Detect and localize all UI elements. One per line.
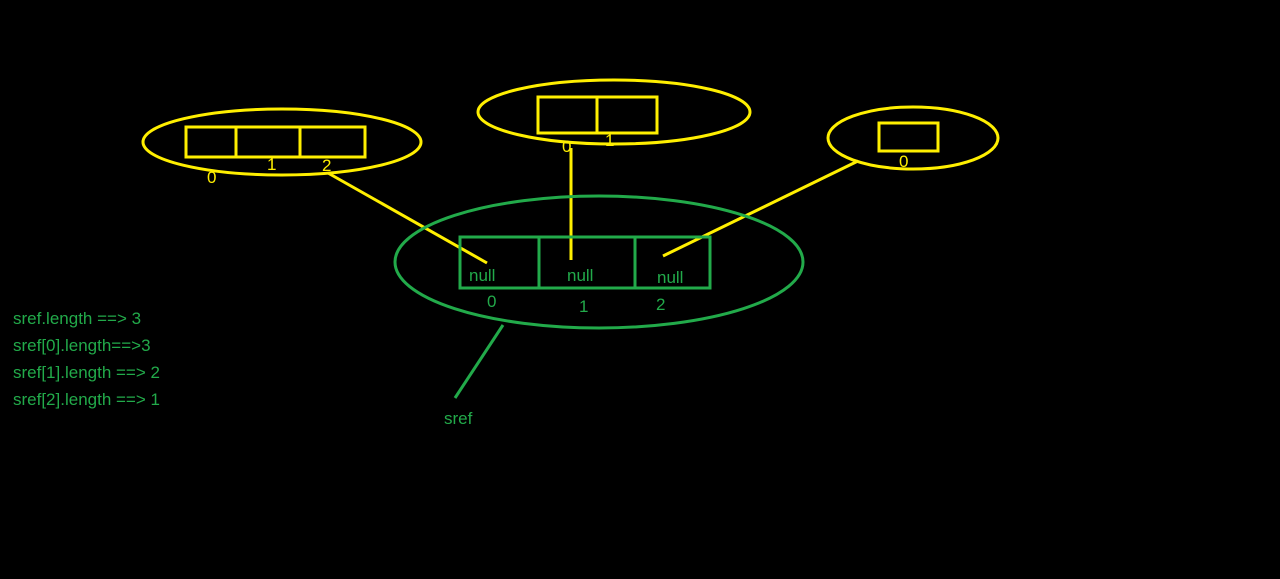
outer-cell-value: null	[567, 266, 593, 285]
outer-array-ellipse	[393, 194, 805, 330]
length-notes: sref.length ==> 3 sref[0].length==>3 sre…	[13, 305, 160, 413]
reference-label: sref	[444, 409, 473, 428]
note-line: sref[0].length==>3	[13, 336, 151, 355]
outer-array-index: 2	[656, 295, 665, 314]
inner-array-2: 0	[826, 105, 1000, 171]
inner-array-1: 0 1	[476, 78, 752, 156]
inner-array-2-index: 0	[899, 152, 908, 171]
inner-array-1-ellipse	[476, 78, 752, 146]
inner-array-1-cell	[595, 95, 659, 135]
outer-cell-value: null	[469, 266, 495, 285]
note-line: sref[2].length ==> 1	[13, 390, 160, 409]
inner-array-0-cell	[184, 125, 238, 159]
outer-array: null null null 0 1 2	[393, 194, 805, 330]
inner-array-1-index: 1	[605, 131, 614, 150]
inner-array-2-cell	[877, 121, 940, 153]
inner-array-0: 0 1 2	[141, 107, 423, 187]
outer-array-index: 1	[579, 297, 588, 316]
outer-array-index: 0	[487, 292, 496, 311]
connector-line-0	[327, 171, 488, 265]
inner-array-2-ellipse	[826, 105, 1000, 171]
outer-cell-value: null	[657, 268, 683, 287]
inner-array-0-cell	[234, 125, 302, 159]
note-line: sref.length ==> 3	[13, 309, 142, 328]
connector-line-2	[662, 159, 859, 258]
note-line: sref[1].length ==> 2	[13, 363, 160, 382]
outer-array-cell	[633, 235, 712, 290]
inner-array-0-cell	[298, 125, 367, 159]
inner-array-1-cell	[536, 95, 599, 135]
inner-array-0-ellipse	[141, 107, 423, 177]
inner-array-0-index: 0	[207, 168, 216, 187]
inner-array-0-index: 2	[322, 156, 331, 175]
inner-array-0-index: 1	[267, 155, 276, 174]
reference-pointer-line	[453, 324, 505, 399]
inner-array-1-index: 0	[562, 137, 571, 156]
